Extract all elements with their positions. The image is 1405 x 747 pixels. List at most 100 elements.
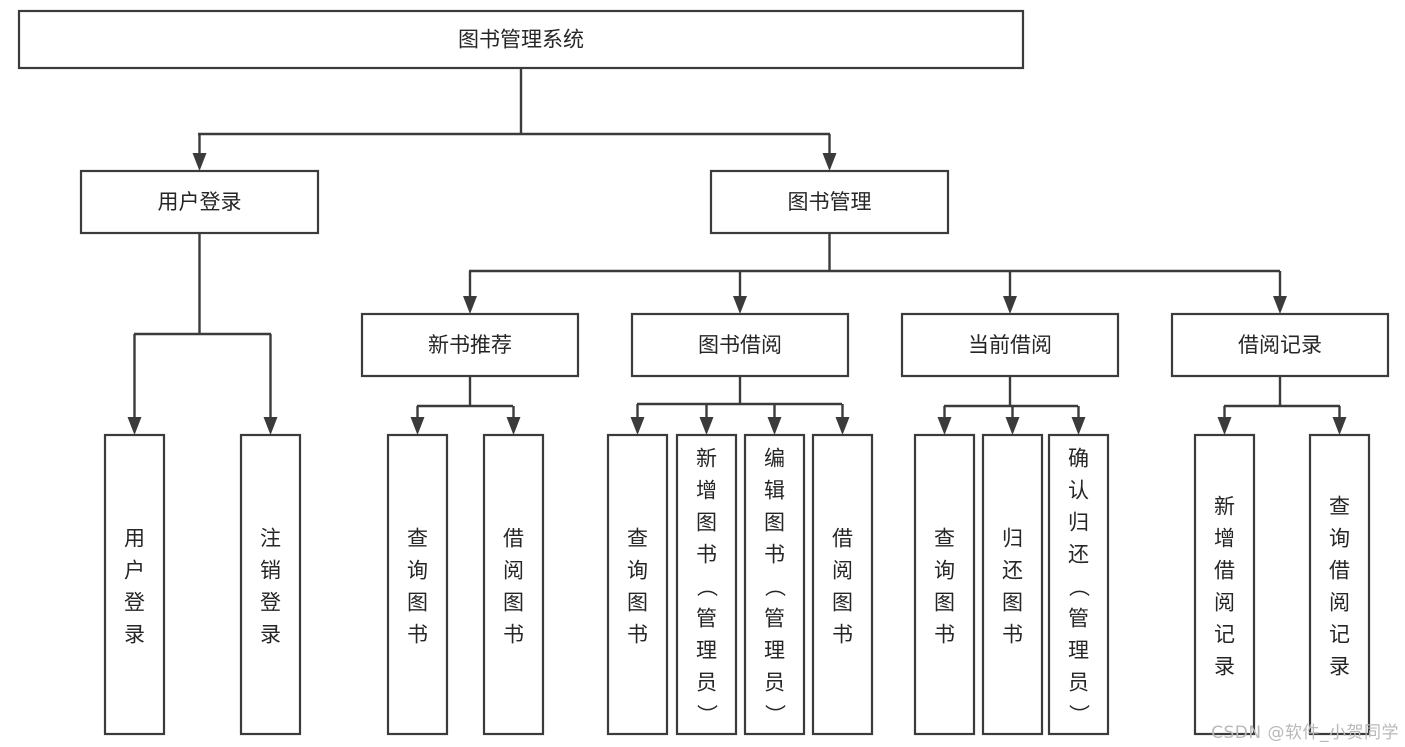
watermark-label: CSDN @软件_小贺同学	[1211, 723, 1399, 743]
svg-text:记: 记	[1329, 622, 1350, 646]
svg-text:书: 书	[764, 542, 785, 566]
arrow-head-icon	[822, 153, 837, 171]
node-book-manage[interactable]: 图书管理	[709, 169, 950, 235]
svg-text:书: 书	[627, 622, 648, 646]
svg-text:图: 图	[503, 590, 524, 614]
svg-text:编: 编	[764, 446, 785, 470]
node-box-leaf-add-borrow-record[interactable]	[1193, 433, 1256, 736]
node-box-leaf-query-borrow-record[interactable]	[1308, 433, 1371, 736]
node-box-leaf-add-book-admin[interactable]	[675, 433, 738, 736]
node-label-book-borrow: 图书借阅	[698, 333, 782, 357]
node-box-leaf-borrow-book-1[interactable]	[482, 433, 545, 736]
node-box-new-book-rec[interactable]	[360, 312, 580, 378]
svg-text:书: 书	[696, 542, 717, 566]
svg-text:书: 书	[832, 622, 853, 646]
svg-text:阅: 阅	[1214, 590, 1235, 614]
svg-text:录: 录	[260, 622, 281, 646]
svg-text:书: 书	[407, 622, 428, 646]
svg-text:查: 查	[1329, 494, 1350, 518]
svg-text:增: 增	[696, 478, 717, 502]
node-box-user-login[interactable]	[79, 169, 320, 235]
svg-text:还: 还	[1068, 542, 1089, 566]
node-label-book-manage: 图书管理	[788, 190, 872, 214]
svg-text:录: 录	[124, 622, 145, 646]
svg-text:户: 户	[124, 558, 145, 582]
arrow-head-icon	[1003, 296, 1017, 314]
svg-text:登: 登	[124, 590, 145, 614]
arrow-head-icon	[767, 417, 782, 435]
node-box-book-manage[interactable]	[709, 169, 950, 235]
svg-text:理: 理	[1068, 638, 1089, 662]
svg-text:管: 管	[1068, 606, 1089, 630]
svg-text:录: 录	[1329, 654, 1350, 678]
node-box-leaf-logout[interactable]	[239, 433, 302, 736]
svg-text:新: 新	[1214, 494, 1235, 518]
svg-text:图: 图	[696, 510, 717, 534]
node-box-leaf-borrow-book-2[interactable]	[811, 433, 874, 736]
node-root[interactable]: 图书管理系统	[17, 9, 1025, 70]
svg-text:注: 注	[260, 526, 281, 550]
node-box-leaf-edit-book-admin[interactable]	[743, 433, 806, 736]
svg-text:新: 新	[696, 446, 717, 470]
connector-layer	[127, 68, 1347, 435]
svg-text:询: 询	[1329, 526, 1350, 550]
node-box-root[interactable]	[17, 9, 1025, 70]
node-box-borrow-record[interactable]	[1170, 312, 1390, 378]
svg-text:（: （	[1067, 576, 1091, 597]
node-box-leaf-query-book-2[interactable]	[606, 433, 669, 736]
node-box-leaf-return-book[interactable]	[981, 433, 1044, 736]
node-box-leaf-confirm-return-admin[interactable]	[1047, 433, 1110, 736]
svg-text:书: 书	[934, 622, 955, 646]
svg-text:借: 借	[1214, 558, 1235, 582]
node-box-leaf-query-book-1[interactable]	[386, 433, 449, 736]
node-user-login[interactable]: 用户登录	[79, 169, 320, 235]
node-book-borrow[interactable]: 图书借阅	[630, 312, 850, 378]
node-new-book-rec[interactable]: 新书推荐	[360, 312, 580, 378]
node-borrow-record[interactable]: 借阅记录	[1170, 312, 1390, 378]
arrow-head-icon	[263, 417, 278, 435]
node-current-borrow[interactable]: 当前借阅	[900, 312, 1120, 378]
svg-text:查: 查	[627, 526, 648, 550]
svg-text:）: ）	[695, 704, 719, 725]
node-box-current-borrow[interactable]	[900, 312, 1120, 378]
node-box-book-borrow[interactable]	[630, 312, 850, 378]
svg-text:图: 图	[627, 590, 648, 614]
node-leaf-user-login[interactable]: 用户登录	[103, 433, 166, 736]
svg-text:阅: 阅	[832, 558, 853, 582]
svg-text:询: 询	[934, 558, 955, 582]
node-label-user-login: 用户登录	[158, 190, 242, 214]
edge-group-borrow-record	[1217, 376, 1347, 435]
edge-group-root	[192, 68, 837, 171]
svg-text:归: 归	[1068, 510, 1089, 534]
arrow-head-icon	[1217, 417, 1232, 435]
node-box-leaf-user-login[interactable]	[103, 433, 166, 736]
svg-text:询: 询	[627, 558, 648, 582]
svg-text:）: ）	[1067, 704, 1091, 725]
svg-text:登: 登	[260, 590, 281, 614]
arrow-head-icon	[410, 417, 425, 435]
svg-text:询: 询	[407, 558, 428, 582]
node-box-leaf-query-book-3[interactable]	[913, 433, 976, 736]
arrow-head-icon	[1273, 296, 1287, 314]
svg-text:阅: 阅	[503, 558, 524, 582]
svg-text:）: ）	[763, 704, 787, 725]
